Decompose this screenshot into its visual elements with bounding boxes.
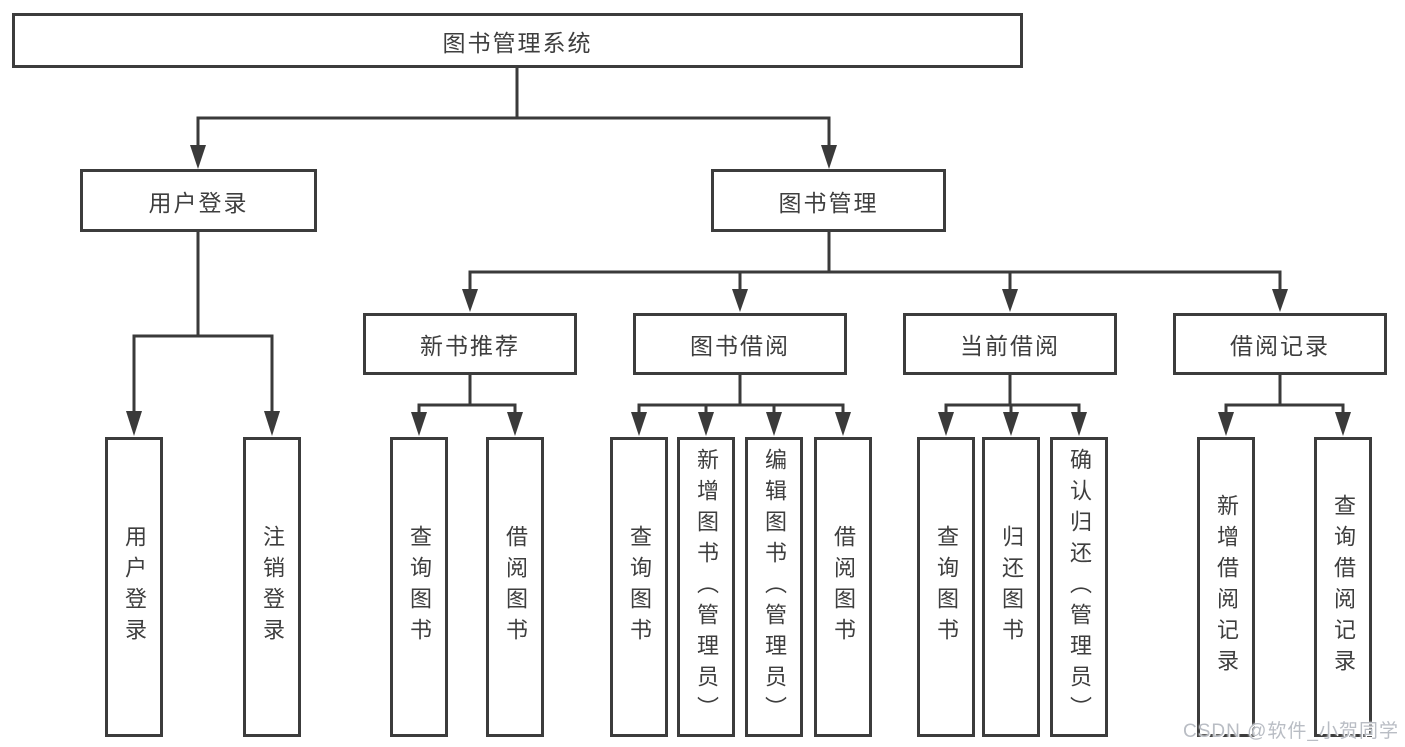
leaf-edit-books-admin: 编辑图书（管理员） bbox=[745, 437, 803, 737]
leaf-confirm-return-admin: 确认归还（管理员） bbox=[1050, 437, 1108, 737]
node-label: 借阅图书 bbox=[831, 525, 856, 649]
node-new-book-recommendation: 新书推荐 bbox=[363, 313, 577, 375]
node-label: 借阅图书 bbox=[503, 525, 528, 649]
node-label: 图书管理系统 bbox=[442, 29, 593, 56]
leaf-add-borrow-record: 新增借阅记录 bbox=[1197, 437, 1255, 737]
node-label: 查询图书 bbox=[934, 525, 959, 649]
node-label: 图书管理 bbox=[778, 189, 879, 216]
node-label: 查询借阅记录 bbox=[1331, 494, 1356, 680]
leaf-logout: 注销登录 bbox=[243, 437, 301, 737]
leaf-borrow-books-borrowing: 借阅图书 bbox=[814, 437, 872, 737]
node-label: 编辑图书（管理员） bbox=[762, 447, 787, 727]
node-label: 借阅记录 bbox=[1230, 333, 1330, 359]
csdn-watermark: CSDN @软件_小贺同学 bbox=[1183, 721, 1399, 742]
node-book-management-system: 图书管理系统 bbox=[12, 13, 1023, 68]
node-user-login: 用户登录 bbox=[80, 169, 317, 232]
node-label: 查询图书 bbox=[627, 525, 652, 649]
node-current-borrowing: 当前借阅 bbox=[903, 313, 1117, 375]
leaf-return-books: 归还图书 bbox=[982, 437, 1040, 737]
leaf-query-borrow-record: 查询借阅记录 bbox=[1314, 437, 1372, 737]
leaf-query-books-recommend: 查询图书 bbox=[390, 437, 448, 737]
node-label: 新增图书（管理员） bbox=[694, 447, 719, 727]
connector-user-login-to-leaves bbox=[126, 232, 280, 436]
leaf-borrow-books-recommend: 借阅图书 bbox=[486, 437, 544, 737]
node-label: 图书借阅 bbox=[690, 333, 790, 359]
node-label: 新书推荐 bbox=[420, 333, 520, 359]
node-label: 确认归还（管理员） bbox=[1067, 447, 1092, 727]
node-label: 当前借阅 bbox=[960, 333, 1060, 359]
connector-book-management-to-level3 bbox=[462, 232, 1288, 312]
node-label: 注销登录 bbox=[260, 525, 285, 649]
leaf-add-books-admin: 新增图书（管理员） bbox=[677, 437, 735, 737]
node-book-management: 图书管理 bbox=[711, 169, 946, 232]
leaf-query-books-borrowing: 查询图书 bbox=[610, 437, 668, 737]
leaf-query-books-current: 查询图书 bbox=[917, 437, 975, 737]
connector-borrow-records-to-leaves bbox=[1218, 375, 1351, 436]
node-label: 用户登录 bbox=[148, 189, 249, 216]
leaf-user-login: 用户登录 bbox=[105, 437, 163, 737]
node-borrowing-records: 借阅记录 bbox=[1173, 313, 1387, 375]
connector-current-borrowing-to-leaves bbox=[938, 375, 1087, 436]
node-label: 用户登录 bbox=[122, 525, 147, 649]
node-label: 归还图书 bbox=[999, 525, 1024, 649]
node-label: 查询图书 bbox=[407, 525, 432, 649]
connector-root-to-level2 bbox=[190, 66, 837, 169]
node-book-borrowing: 图书借阅 bbox=[633, 313, 847, 375]
node-label: 新增借阅记录 bbox=[1214, 494, 1239, 680]
connector-book-borrowing-to-leaves bbox=[631, 375, 851, 436]
connector-new-book-recommend-to-leaves bbox=[411, 375, 523, 436]
